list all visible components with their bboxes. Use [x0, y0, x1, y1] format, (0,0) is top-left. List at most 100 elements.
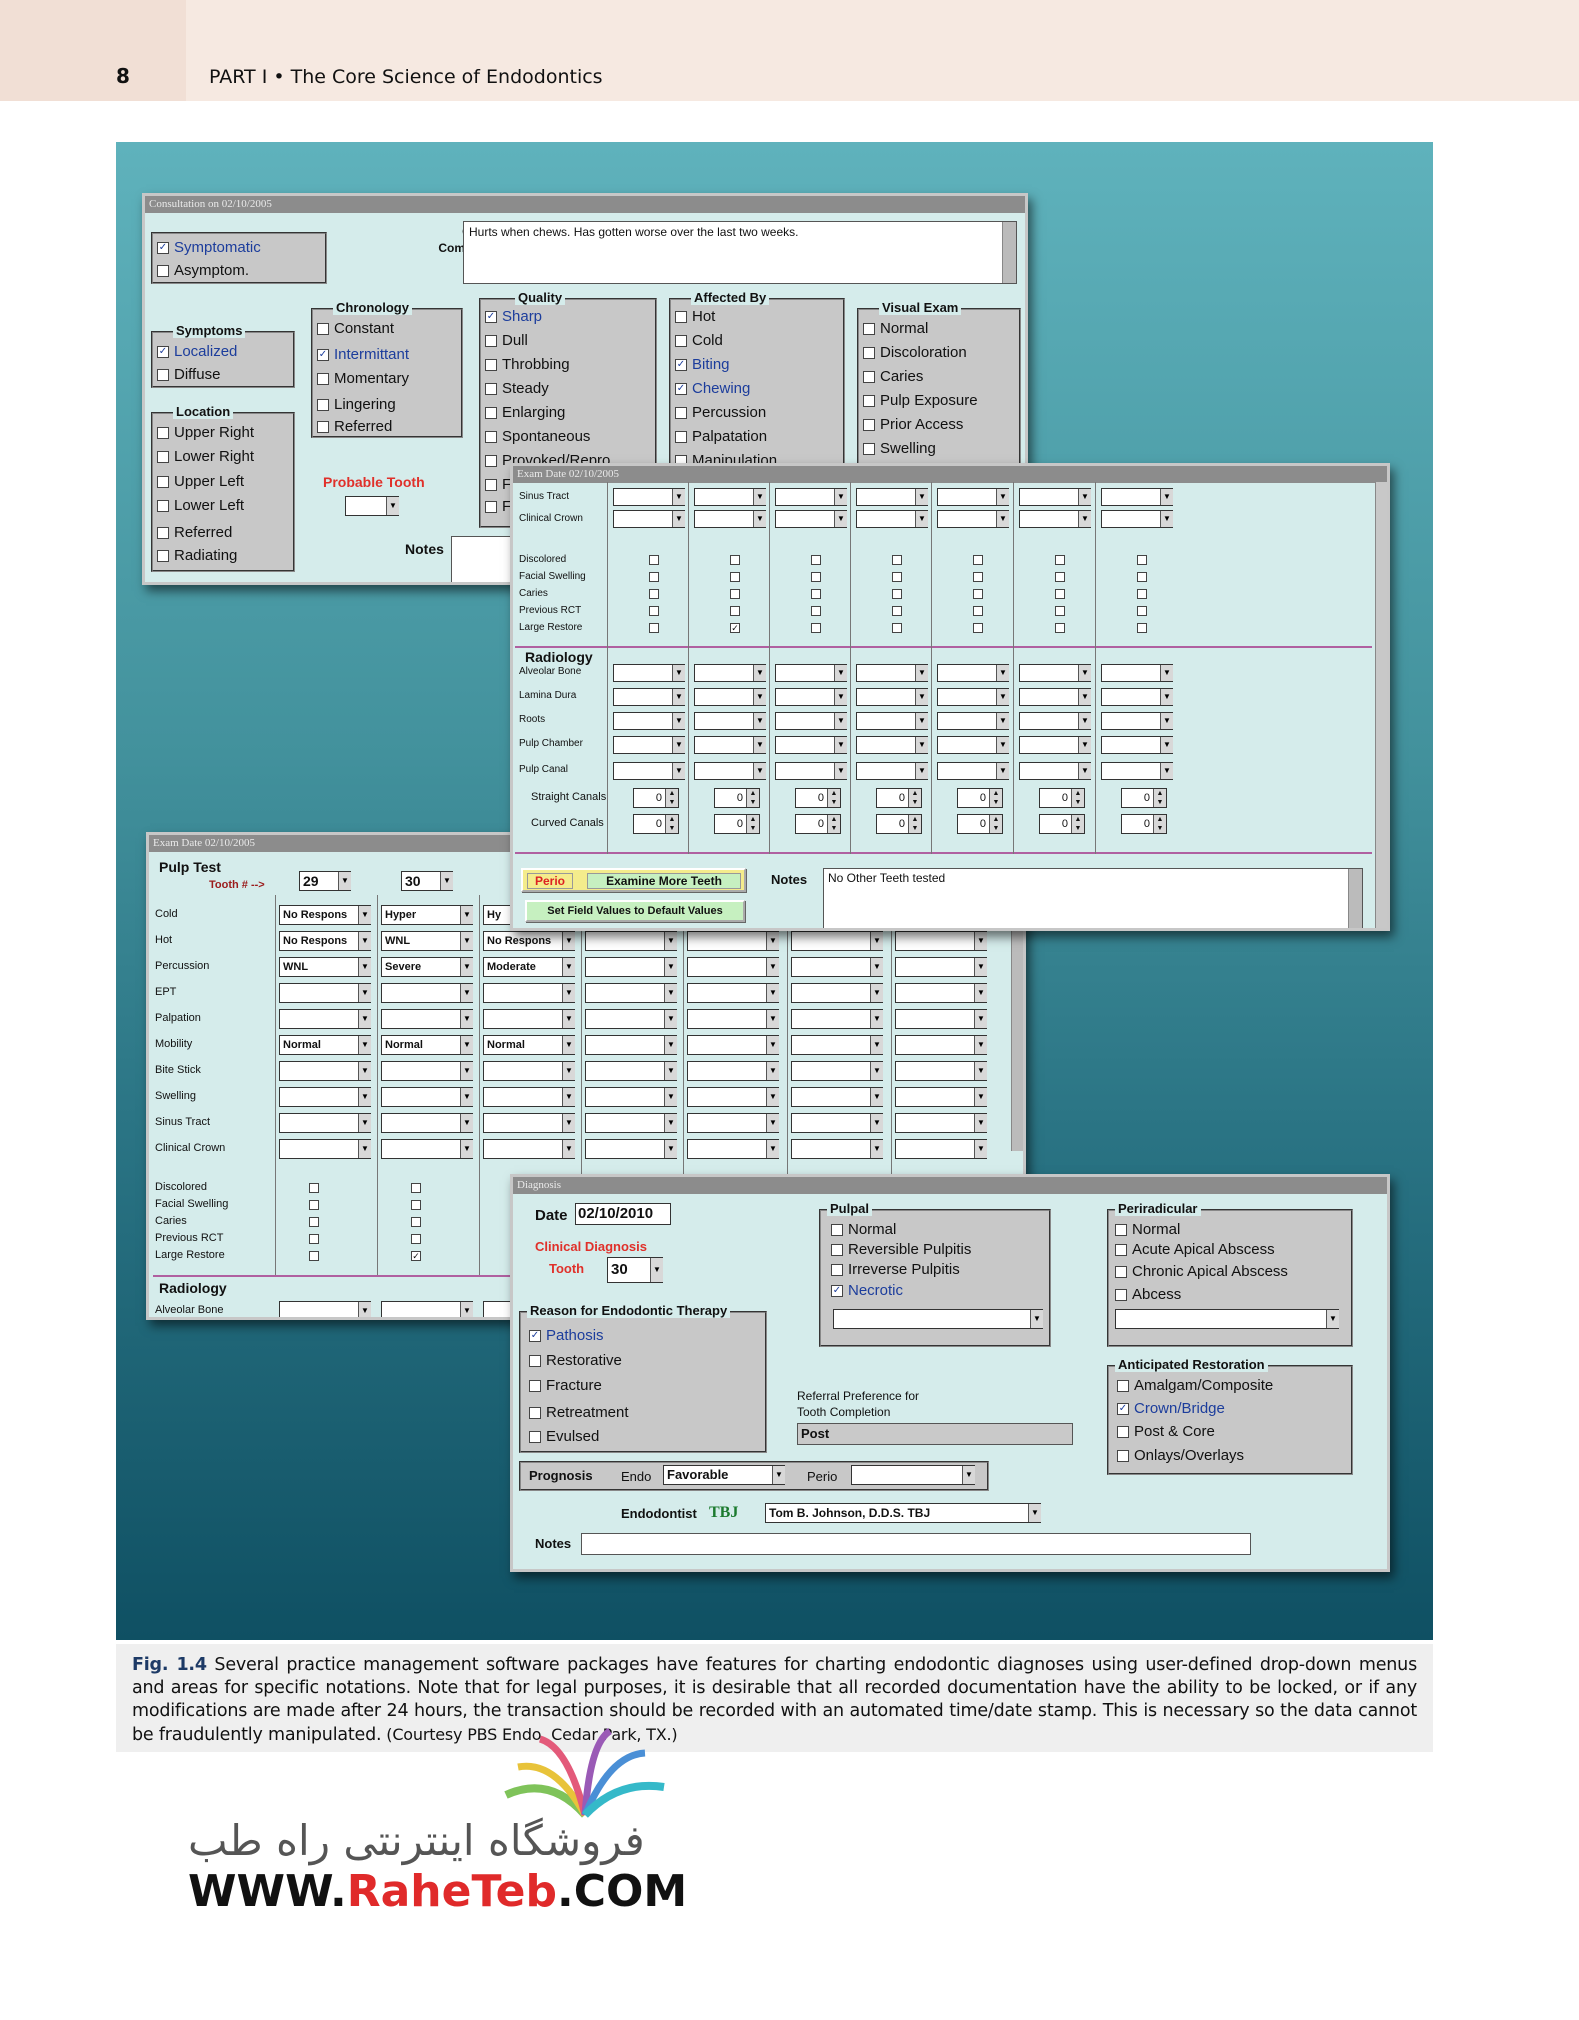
location-lower-right[interactable]: Lower Right — [157, 448, 254, 465]
radiology-row-dropdown[interactable]: ▼ — [775, 712, 847, 730]
row-checkbox[interactable] — [649, 623, 659, 633]
pulp-test-dropdown[interactable]: ▼ — [791, 1087, 883, 1107]
radiology-row-dropdown[interactable]: ▼ — [613, 664, 685, 682]
probable-tooth-dropdown[interactable]: ▼ — [345, 496, 399, 516]
pulp-test-dropdown[interactable]: ▼ — [791, 1061, 883, 1081]
row-checkbox[interactable] — [892, 623, 902, 633]
radiology-row-dropdown[interactable]: ▼ — [775, 762, 847, 780]
location-radiating[interactable]: Radiating — [157, 547, 237, 564]
pulp-test-dropdown[interactable]: ▼ — [895, 1061, 987, 1081]
straight-canals-spinner[interactable]: 0▲▼ — [876, 788, 922, 808]
radiology-row-dropdown[interactable]: ▼ — [1101, 688, 1173, 706]
radiology-row-dropdown[interactable]: ▼ — [1101, 736, 1173, 754]
row-checkbox[interactable]: ✓ — [411, 1251, 421, 1261]
peri-chronic-abscess[interactable]: Chronic Apical Abscess — [1115, 1263, 1288, 1280]
pulp-test-dropdown[interactable]: ▼ — [895, 957, 987, 977]
row-checkbox[interactable] — [411, 1183, 421, 1193]
row-checkbox[interactable] — [811, 623, 821, 633]
quality-throbbing[interactable]: Throbbing — [485, 356, 570, 373]
pulp-test-dropdown[interactable]: ▼ — [687, 1035, 779, 1055]
pulp-test-dropdown[interactable]: ▼ — [279, 1061, 371, 1081]
row-checkbox[interactable] — [730, 572, 740, 582]
diagnosis-notes-field[interactable] — [581, 1533, 1251, 1555]
row-checkbox[interactable] — [811, 606, 821, 616]
sinus-tract-dropdown[interactable]: ▼ — [937, 488, 1009, 506]
reason-retreatment[interactable]: Retreatment — [529, 1404, 629, 1421]
pulp-test-dropdown[interactable]: Moderate▼ — [483, 957, 575, 977]
row-checkbox[interactable] — [309, 1200, 319, 1210]
pulp-test-dropdown[interactable]: ▼ — [585, 1061, 677, 1081]
row-checkbox[interactable] — [811, 572, 821, 582]
visual-swelling[interactable]: Swelling — [863, 440, 936, 457]
date-field[interactable]: 02/10/2010 — [575, 1203, 671, 1225]
radiology-row-dropdown[interactable]: ▼ — [1019, 664, 1091, 682]
clinical-crown-dropdown[interactable]: ▼ — [937, 510, 1009, 528]
clinical-crown-dropdown[interactable]: ▼ — [856, 510, 928, 528]
radiology-row-dropdown[interactable]: ▼ — [613, 736, 685, 754]
pulp-test-dropdown[interactable]: ▼ — [791, 957, 883, 977]
pulp-test-dropdown[interactable]: ▼ — [585, 957, 677, 977]
curved-canals-spinner[interactable]: 0▲▼ — [957, 814, 1003, 834]
row-checkbox[interactable] — [309, 1251, 319, 1261]
row-checkbox[interactable] — [892, 589, 902, 599]
peri-dropdown[interactable]: ▼ — [1115, 1309, 1339, 1329]
pulp-test-dropdown[interactable]: ▼ — [687, 1087, 779, 1107]
pulpal-normal[interactable]: Normal — [831, 1221, 896, 1238]
pulp-test-dropdown[interactable]: ▼ — [279, 1009, 371, 1029]
location-referred[interactable]: Referred — [157, 524, 232, 541]
row-checkbox[interactable] — [811, 555, 821, 565]
pulp-test-dropdown[interactable]: ▼ — [895, 931, 987, 951]
pulp-test-dropdown[interactable]: ▼ — [687, 1009, 779, 1029]
pulp-test-dropdown[interactable]: ▼ — [483, 1087, 575, 1107]
pulp-test-dropdown[interactable]: ▼ — [895, 1009, 987, 1029]
alveolar-bone-dropdown[interactable]: ▼ — [381, 1301, 473, 1317]
antic-crown-bridge[interactable]: ✓Crown/Bridge — [1117, 1400, 1225, 1417]
quality-clipped-2[interactable]: F — [485, 498, 511, 515]
referral-field[interactable]: Post — [797, 1423, 1073, 1445]
row-checkbox[interactable] — [649, 589, 659, 599]
pulp-test-dropdown[interactable]: ▼ — [483, 1061, 575, 1081]
peri-acute-abscess[interactable]: Acute Apical Abscess — [1115, 1241, 1275, 1258]
quality-dull[interactable]: Dull — [485, 332, 528, 349]
straight-canals-spinner[interactable]: 0▲▼ — [957, 788, 1003, 808]
pulp-test-dropdown[interactable]: ▼ — [381, 1061, 473, 1081]
radiology-row-dropdown[interactable]: ▼ — [1019, 688, 1091, 706]
radiology-row-dropdown[interactable]: ▼ — [1101, 762, 1173, 780]
row-checkbox[interactable] — [973, 606, 983, 616]
reason-pathosis[interactable]: ✓Pathosis — [529, 1327, 604, 1344]
row-checkbox[interactable] — [1137, 589, 1147, 599]
radiology-row-dropdown[interactable]: ▼ — [1019, 712, 1091, 730]
peri-abcess[interactable]: Abcess — [1115, 1286, 1181, 1303]
pulpal-irreverse[interactable]: Irreverse Pulpitis — [831, 1261, 960, 1278]
radiology-row-dropdown[interactable]: ▼ — [694, 762, 766, 780]
row-checkbox[interactable] — [1137, 623, 1147, 633]
location-lower-left[interactable]: Lower Left — [157, 497, 244, 514]
symptomatic-checkbox[interactable]: ✓Symptomatic — [157, 239, 261, 256]
row-checkbox[interactable] — [973, 623, 983, 633]
radiology-row-dropdown[interactable]: ▼ — [613, 688, 685, 706]
pulp-test-dropdown[interactable]: ▼ — [483, 1139, 575, 1159]
pulp-test-dropdown[interactable]: Normal▼ — [381, 1035, 473, 1055]
visual-pulp-exposure[interactable]: Pulp Exposure — [863, 392, 978, 409]
row-checkbox[interactable] — [1055, 606, 1065, 616]
peri-normal[interactable]: Normal — [1115, 1221, 1180, 1238]
tooth-b-dropdown[interactable]: 30▼ — [401, 871, 453, 891]
pulp-test-dropdown[interactable]: ▼ — [381, 1139, 473, 1159]
visual-prior-access[interactable]: Prior Access — [863, 416, 963, 433]
row-checkbox[interactable] — [973, 555, 983, 565]
visual-normal[interactable]: Normal — [863, 320, 928, 337]
chronology-lingering[interactable]: Lingering — [317, 396, 396, 413]
perio-dropdown[interactable]: ▼ — [851, 1465, 975, 1485]
radiology-row-dropdown[interactable]: ▼ — [613, 762, 685, 780]
row-checkbox[interactable] — [649, 555, 659, 565]
radiology-row-dropdown[interactable]: ▼ — [613, 712, 685, 730]
pulp-test-dropdown[interactable]: No Respons▼ — [483, 931, 575, 951]
pulp-test-dropdown[interactable]: ▼ — [895, 1113, 987, 1133]
row-checkbox[interactable] — [892, 572, 902, 582]
sinus-tract-dropdown[interactable]: ▼ — [775, 488, 847, 506]
radiology-row-dropdown[interactable]: ▼ — [856, 762, 928, 780]
perio-button-label[interactable]: Perio — [527, 873, 573, 889]
row-checkbox[interactable] — [973, 589, 983, 599]
radiology-row-dropdown[interactable]: ▼ — [856, 712, 928, 730]
pulp-test-dropdown[interactable]: ▼ — [279, 983, 371, 1003]
